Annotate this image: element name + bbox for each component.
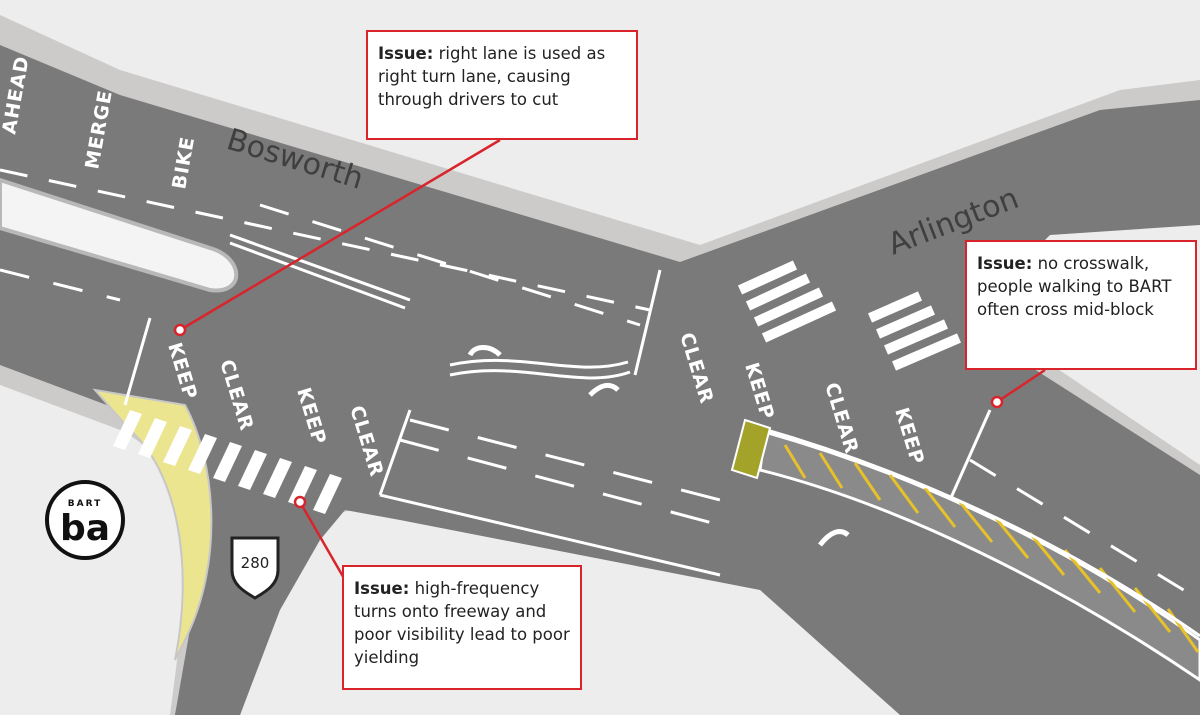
callout-freeway-text: high-frequency turns onto freeway and po…	[354, 579, 570, 667]
lane-markings	[0, 168, 1200, 602]
bart-logo-main: ba	[60, 508, 110, 549]
crosswalk-top	[737, 260, 961, 371]
crosswalk-left	[113, 410, 342, 514]
callout-right-lane-text: right lane is used as right turn lane, c…	[378, 44, 606, 109]
road-surface	[0, 45, 1200, 715]
bike-box	[730, 418, 772, 480]
route-shield-280: 280	[230, 536, 280, 600]
callout-freeway-label: Issue:	[354, 579, 410, 598]
callout-right-lane-label: Issue:	[378, 44, 434, 63]
bart-logo-top: BART	[68, 499, 103, 509]
ramp-buffer	[758, 426, 1200, 682]
callout-crosswalk-text: no crosswalk, people walking to BART oft…	[977, 254, 1172, 319]
route-shield-number: 280	[241, 554, 270, 572]
turn-arrows	[467, 345, 850, 547]
callout-crosswalk-label: Issue:	[977, 254, 1033, 273]
callout-right-lane: Issue: right lane is used as right turn …	[366, 30, 638, 140]
median-island	[0, 177, 239, 293]
callout-crosswalk: Issue: no crosswalk, people walking to B…	[965, 240, 1197, 370]
callout-freeway: Issue: high-frequency turns onto freeway…	[342, 565, 582, 690]
callout-leaders	[173, 138, 1046, 581]
bart-logo: BART ba	[45, 480, 125, 560]
